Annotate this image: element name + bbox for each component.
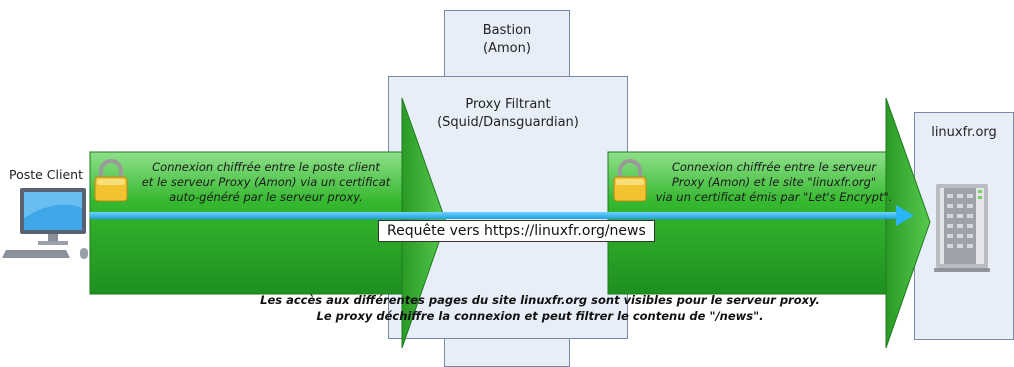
bottom-note: Les accès aux différentes pages du site … [260, 293, 820, 323]
request-label: Requête vers https://linuxfr.org/news [378, 220, 655, 242]
left-tunnel-note: Connexion chiffrée entre le poste client… [141, 160, 391, 204]
lock-icon-left [94, 159, 128, 202]
request-arrow [90, 205, 914, 226]
bastion-label: Bastion (Amon) [482, 23, 532, 56]
client-label: Poste Client [8, 167, 83, 182]
computer-icon [2, 188, 88, 259]
site-label: linuxfr.org [931, 125, 997, 140]
right-tunnel-note: Connexion chiffrée entre le serveur Prox… [655, 160, 893, 204]
right-tunnel-arrow [607, 97, 931, 349]
lock-icon-right [613, 159, 647, 202]
proxy-label: Proxy Filtrant (Squid/Dansguardian) [437, 97, 579, 130]
server-icon [934, 184, 990, 272]
